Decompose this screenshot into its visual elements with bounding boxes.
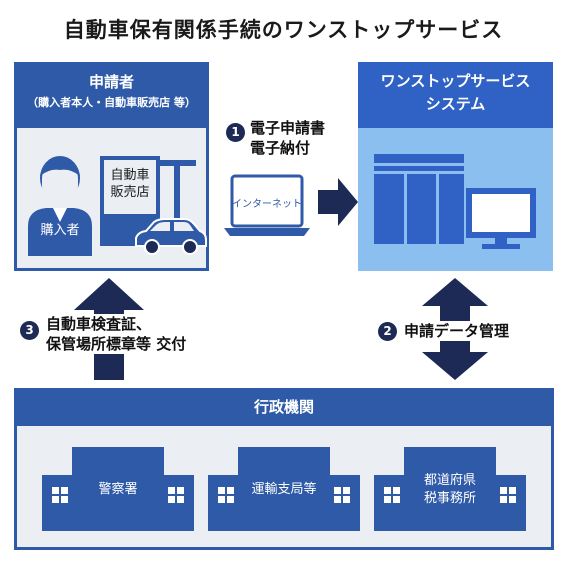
step-1-badge: 1 [226,123,245,142]
car-icon [135,218,207,255]
step-3-badge: 3 [20,321,39,340]
system-title-line1: ワンストップサービス [380,72,531,90]
office-police-label: 警察署 [98,482,138,497]
applicant-subtitle: （購入者本人・自動車販売店 等） [27,96,196,109]
office-tax-label-line2: 税事務所 [423,491,476,506]
step-3-line1: 自動車検査証、 [46,315,152,333]
buyer-label: 購入者 [40,223,80,238]
step-2-text: 申請データ管理 [402,321,512,341]
admin-title: 行政機関 [253,398,314,416]
dealer-label-line2: 販売店 [110,185,150,200]
laptop-icon [224,174,310,236]
system-title-line2: システム [425,95,486,113]
internet-label: インターネット [232,199,302,210]
page-title: 自動車保有関係手続のワンストップサービス [63,18,504,42]
right-arrow-icon [318,178,358,226]
step-1-line1: 電子申請書 [250,119,326,137]
buyer-person-icon [28,156,92,256]
applicant-title: 申請者 [88,73,134,91]
step-1-text: 電子申請書 電子納付 [250,118,325,158]
dealer-label-line1: 自動車 [110,168,150,183]
system-header [358,62,553,128]
admin-header [14,388,554,426]
step-2-badge: 2 [378,322,397,341]
applicant-header [14,62,209,128]
step-3-text: 自動車検査証、 保管場所標章等 交付 [44,314,189,354]
office-tax-label: 都道府県 税事務所 [404,472,496,508]
office-transport-label: 運輸支局等 [251,482,317,497]
office-tax-label-line1: 都道府県 [423,473,476,488]
step-3-line2: 保管場所標章等 交付 [46,335,187,353]
server-monitor-icon [374,154,536,249]
step-1-line2: 電子納付 [250,139,311,157]
prefectural-tax-office-building-icon [374,447,526,531]
dealer-label: 自動車 販売店 [104,167,156,201]
police-building-icon [42,447,194,531]
transport-bureau-building-icon [208,447,360,531]
system-title: ワンストップサービス システム [358,70,553,116]
